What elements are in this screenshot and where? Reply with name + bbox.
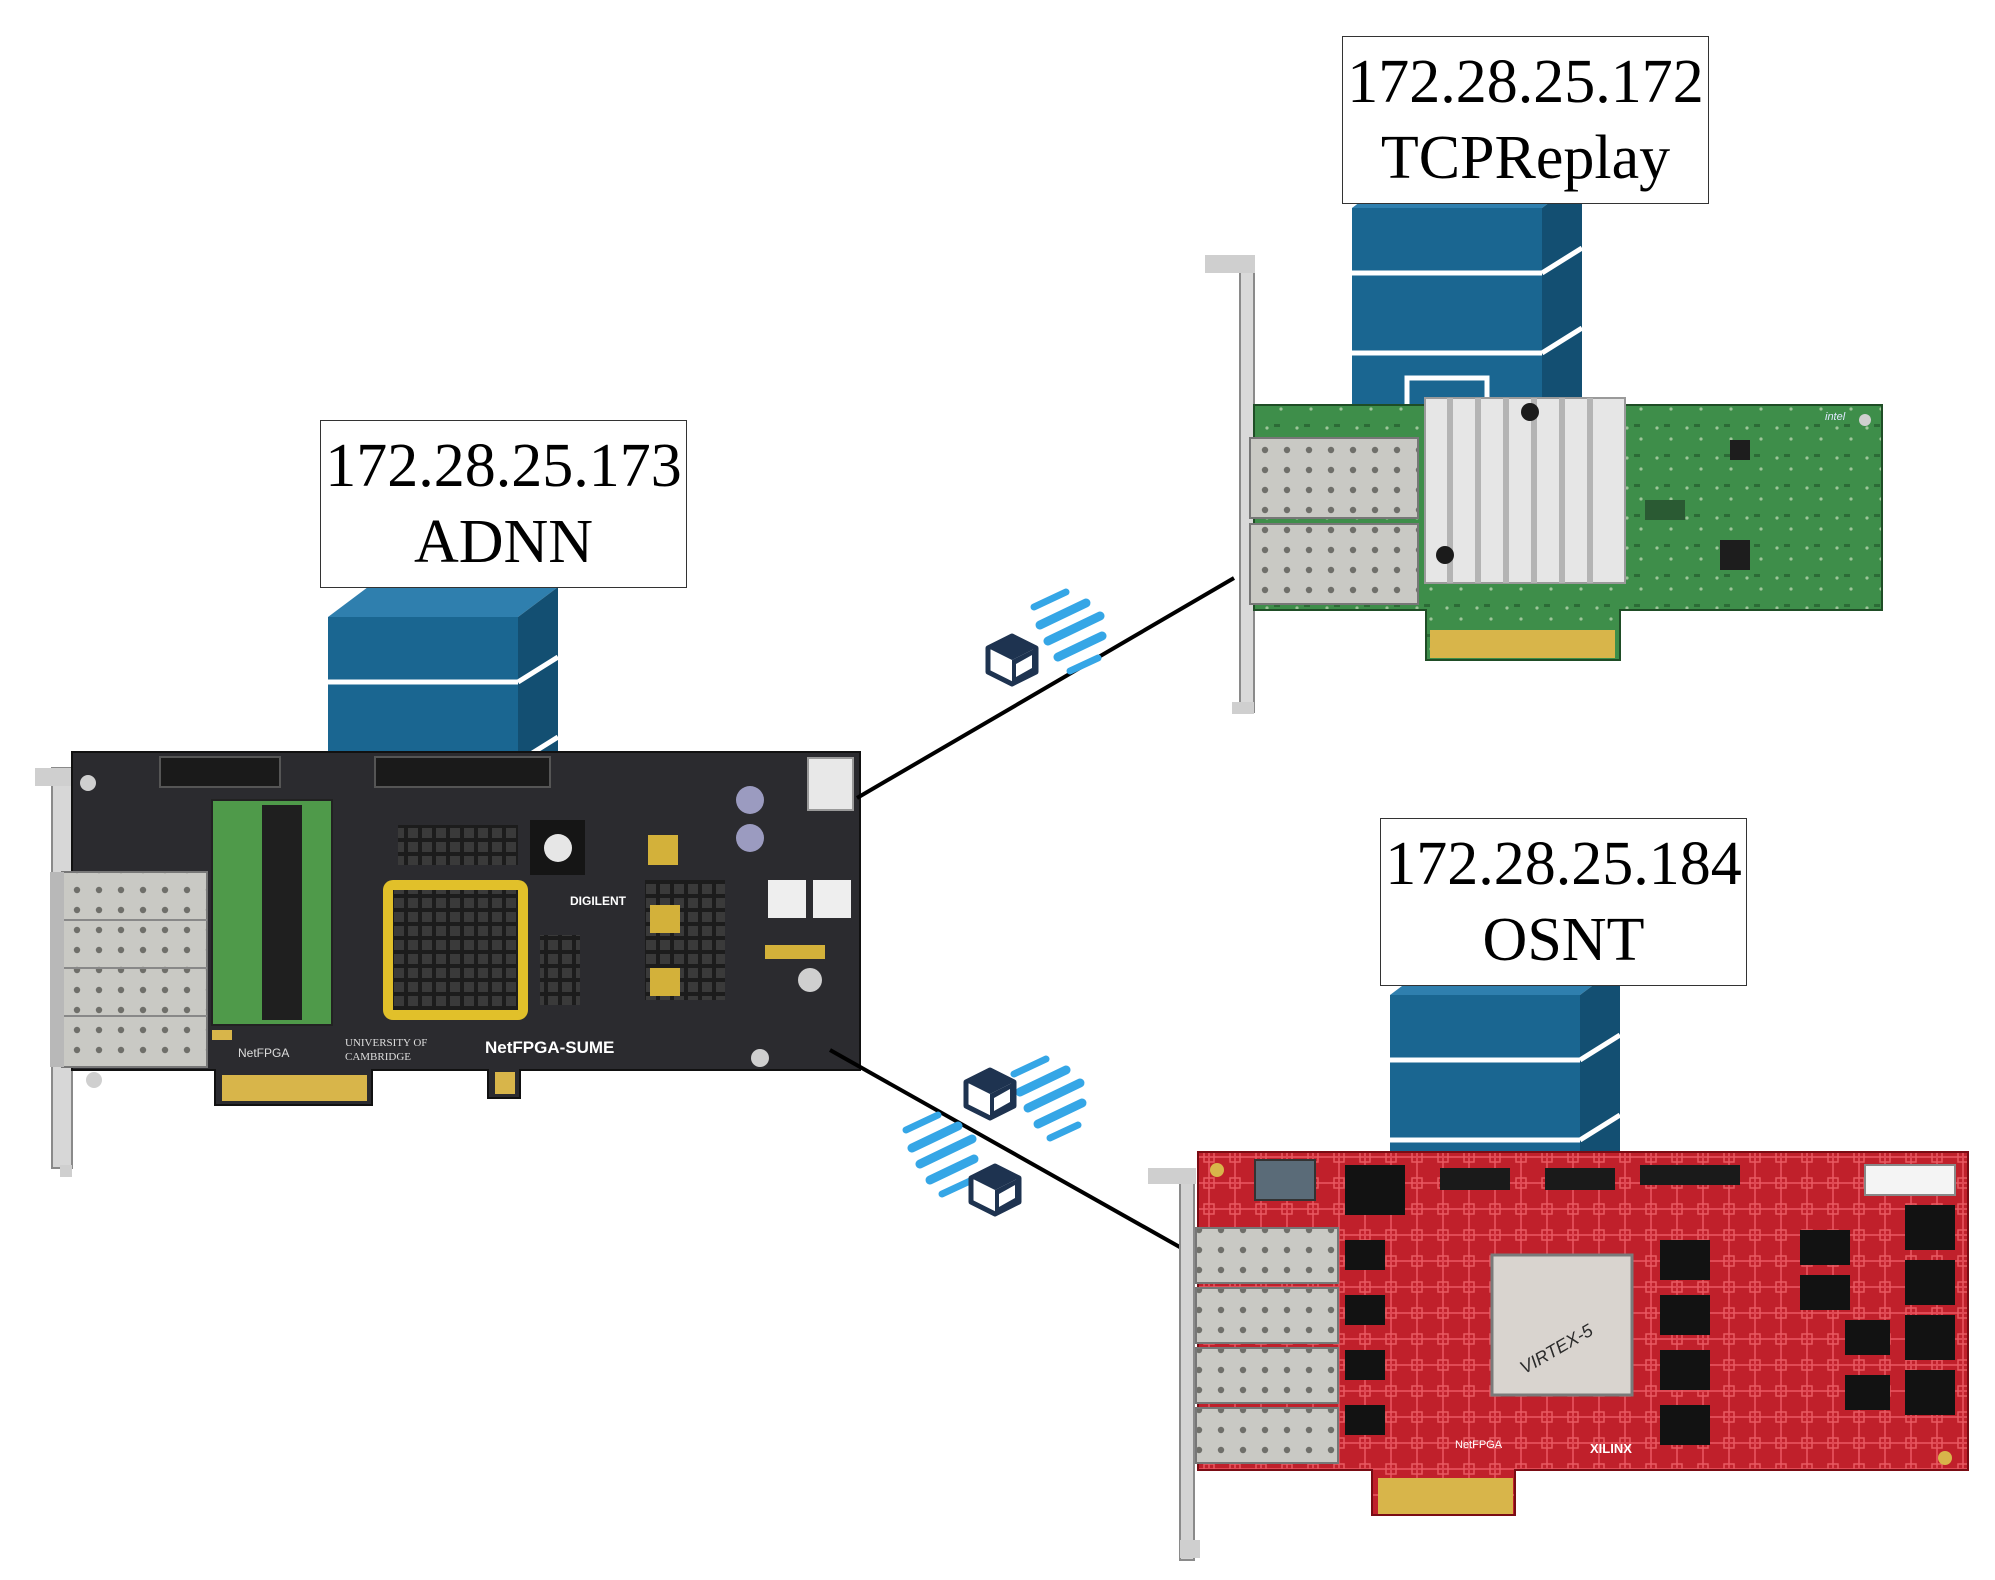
board-print-intel: intel [1825,411,1846,423]
adnn-ip: 172.28.25.173 [325,432,682,500]
board-print-cambridge: UNIVERSITY OF [345,1037,427,1049]
speed-streak-icon [1034,592,1102,671]
packet-icon [971,1166,1019,1214]
netfpga-sume-board: NetFPGA-SUME UNIVERSITY OF CAMBRIDGE DIG… [35,751,861,1177]
board-print-netfpga: NetFPGA [238,1046,289,1060]
osnt-name: OSNT [1482,906,1645,974]
tcpreplay-ip: 172.28.25.172 [1347,48,1704,116]
board-print-netfpga-osnt: NetFPGA [1455,1439,1503,1451]
packet-icon [988,636,1036,684]
packet-to-tcpreplay [988,592,1102,684]
link-adnn-tcpreplay [855,576,1236,800]
adnn-name: ADNN [413,508,594,576]
packet-icon [966,1070,1014,1118]
osnt-ip: 172.28.25.184 [1385,830,1742,898]
label-tcpreplay: 172.28.25.172 TCPReplay [1342,36,1709,204]
speed-streak-icon [1014,1059,1082,1138]
label-osnt: 172.28.25.184 OSNT [1380,818,1747,986]
board-print-xilinx: XILINX [1590,1441,1632,1456]
packet-to-osnt [906,1115,1019,1214]
board-print-sume: NetFPGA-SUME [485,1038,614,1057]
svg-text:CAMBRIDGE: CAMBRIDGE [345,1051,411,1063]
osnt-board: VIRTEX-5 XILINX NetFPGA [1148,1151,1969,1561]
tcpreplay-name: TCPReplay [1380,124,1671,192]
board-print-digilent: DIGILENT [570,894,627,908]
label-adnn: 172.28.25.173 ADNN [320,420,687,588]
link-adnn-osnt [829,1048,1186,1252]
packet-from-osnt [966,1059,1082,1138]
intel-nic-board: intel [1205,255,1883,714]
